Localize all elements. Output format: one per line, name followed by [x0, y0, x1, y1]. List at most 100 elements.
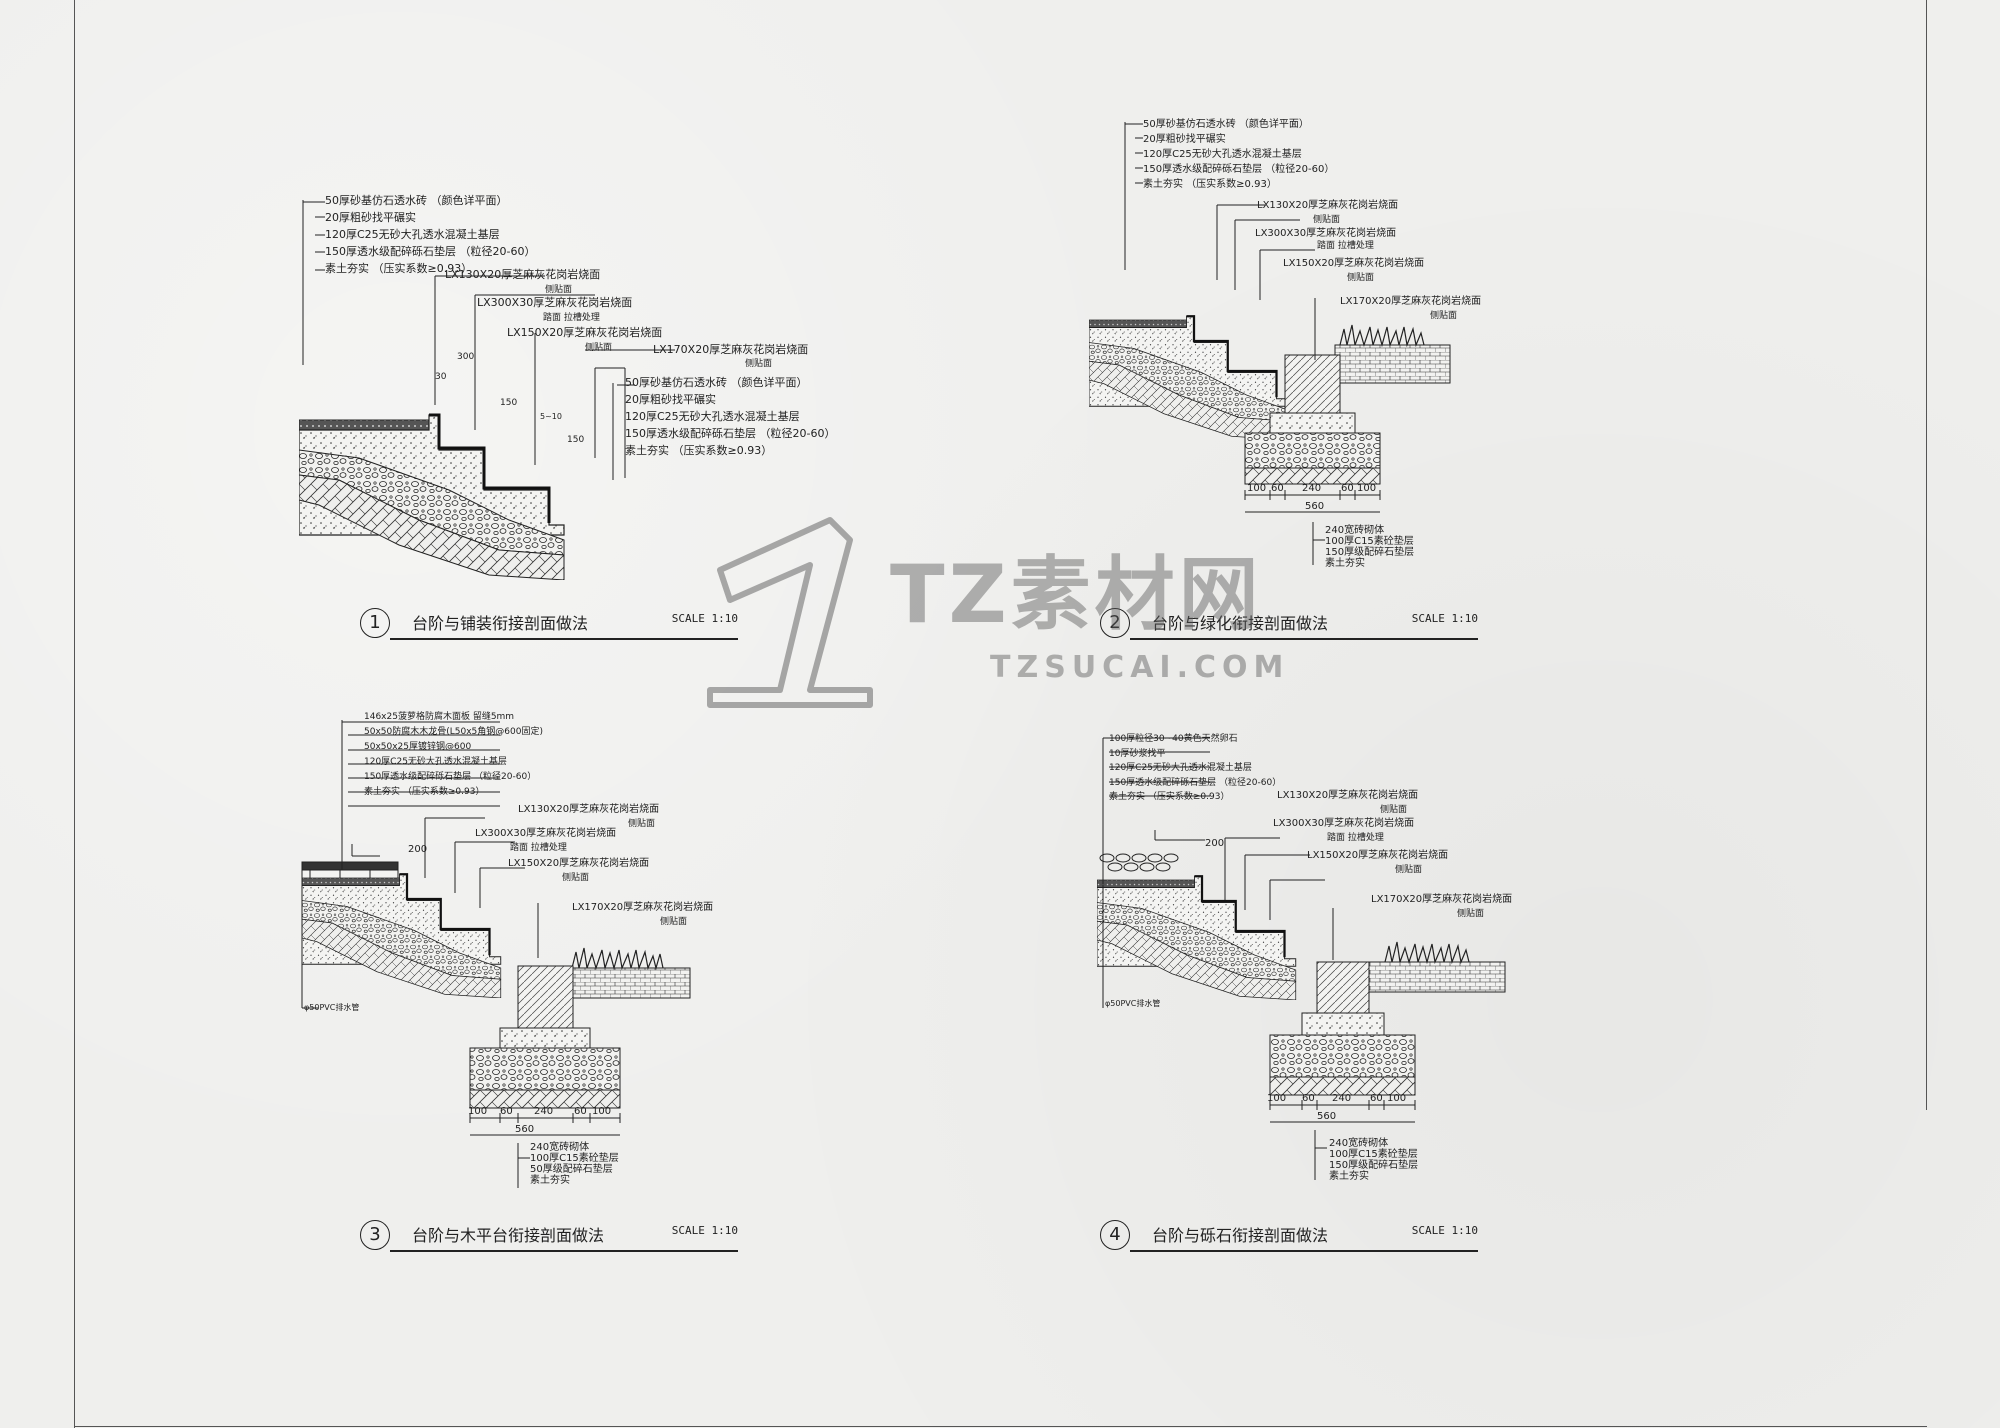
foundation-text: 100厚C15素砼垫层: [1325, 536, 1414, 547]
dimension-label: 100: [468, 1106, 488, 1117]
frame-left-border: [74, 0, 75, 1428]
layer-text: 150厚透水级配碎砾石垫层 （粒径20-60）: [325, 245, 536, 258]
layer-text: 10厚砂浆找平: [1109, 748, 1166, 759]
section-panel-4: 100厚粒径30~40黄色天然卵石 10厚砂浆找平 120厚C25无砂大孔透水混…: [1095, 730, 1515, 1190]
layer-text: 120厚C25无砂大孔透水混凝土基层: [325, 228, 500, 241]
callout-text: LX300X30厚芝麻灰花岗岩烧面: [477, 296, 633, 309]
foundation-text: 240宽砖砌体: [1325, 525, 1385, 536]
callout-text: 踏面 拉槽处理: [510, 843, 567, 853]
callout-text: 侧贴面: [1395, 865, 1423, 875]
callout-text: LX170X20厚芝麻灰花岗岩烧面: [1371, 894, 1513, 905]
layer-text: 素土夯实 （压实系数≥0.93）: [1109, 792, 1230, 802]
title-underline: [390, 638, 738, 640]
layer-text: 50厚砂基仿石透水砖 （颜色详平面）: [625, 376, 808, 389]
layer-text: 120厚C25无砂大孔透水混凝土基层: [1143, 149, 1302, 160]
title-block-1: 1 台阶与铺装衔接剖面做法 SCALE 1:10: [360, 608, 738, 640]
layer-text: 146x25菠萝格防腐木面板 留缝5mm: [364, 712, 515, 722]
dimension-label: 60: [1341, 483, 1354, 494]
callout-text: 侧贴面: [1380, 805, 1408, 815]
detail-scale: SCALE 1:10: [671, 612, 738, 625]
callout-text: LX130X20厚芝麻灰花岗岩烧面: [1257, 200, 1399, 211]
callout-text: LX170X20厚芝麻灰花岗岩烧面: [653, 343, 809, 356]
foundation-text: 150厚级配碎石垫层: [1325, 547, 1415, 558]
detail-scale: SCALE 1:10: [1411, 1224, 1478, 1237]
callout-text: 踏面 拉槽处理: [1327, 833, 1384, 843]
title-underline: [390, 1250, 738, 1252]
callout-text: LX300X30厚芝麻灰花岗岩烧面: [1273, 818, 1415, 829]
section-panel-1: 50厚砂基仿石透水砖 （颜色详平面） 20厚粗砂找平碾实 120厚C25无砂大孔…: [295, 190, 835, 590]
layer-text: 150厚透水级配碎砾石垫层 （粒径20-60）: [625, 427, 836, 440]
foundation-text: 素土夯实: [530, 1175, 570, 1186]
section-panel-3: 146x25菠萝格防腐木面板 留缝5mm 50x50防腐木木龙骨(L50x5角钢…: [300, 712, 720, 1198]
layer-text: 120厚C25无砂大孔透水混凝土基层: [1109, 763, 1252, 773]
dimension-total: 560: [1305, 501, 1325, 512]
layer-text: 50x50x25厚镀锌钢@600: [364, 742, 472, 752]
detail-number: 3: [360, 1220, 390, 1250]
detail-title: 台阶与铺装衔接剖面做法: [412, 614, 589, 633]
layer-text: 150厚透水级配碎砾石垫层 （粒径20-60）: [1143, 164, 1335, 175]
callout-text: 侧贴面: [1457, 909, 1485, 919]
callout-text: 侧贴面: [562, 873, 590, 883]
detail-number: 2: [1100, 608, 1130, 638]
layer-text: 120厚C25无砂大孔透水混凝土基层: [625, 410, 800, 423]
title-block-4: 4 台阶与砾石衔接剖面做法 SCALE 1:10: [1100, 1220, 1478, 1252]
foundation-text: 素土夯实: [1325, 558, 1365, 569]
callout-text: 侧贴面: [745, 359, 773, 369]
callout-text: 侧贴面: [628, 819, 656, 829]
section-drawing-1: [299, 200, 675, 580]
layer-text: 20厚粗砂找平碾实: [1143, 134, 1226, 145]
title-underline: [1130, 1250, 1478, 1252]
detail-number: 1: [360, 608, 390, 638]
callout-text: 踏面 拉槽处理: [1317, 241, 1374, 251]
callout-text: LX300X30厚芝麻灰花岗岩烧面: [475, 828, 617, 839]
layer-text: 120厚C25无砂大孔透水混凝土基层: [364, 757, 507, 767]
dimension-total: 560: [515, 1124, 535, 1135]
layer-text: 50x50防腐木木龙骨(L50x5角钢@600固定): [364, 727, 543, 737]
callout-text: 侧贴面: [1430, 311, 1458, 321]
callout-text: LX150X20厚芝麻灰花岗岩烧面: [508, 858, 650, 869]
callout-text: LX130X20厚芝麻灰花岗岩烧面: [445, 268, 601, 281]
foundation-text: 100厚C15素砼垫层: [1329, 1149, 1418, 1160]
detail-scale: SCALE 1:10: [671, 1224, 738, 1237]
callout-text: 侧贴面: [1313, 215, 1341, 225]
dimension-label: 100: [1387, 1093, 1407, 1104]
callout-text: LX130X20厚芝麻灰花岗岩烧面: [1277, 790, 1419, 801]
layer-text: 150厚透水级配碎砾石垫层 （粒径20-60）: [1109, 777, 1282, 788]
dimension-label: 200: [1205, 838, 1225, 849]
foundation-text: 素土夯实: [1329, 1171, 1369, 1182]
dimension-label: 5~10: [540, 412, 562, 421]
dimension-label: 100: [592, 1106, 612, 1117]
section-drawing-3: [301, 720, 691, 1188]
dimension-label: 300: [457, 352, 475, 362]
title-block-3: 3 台阶与木平台衔接剖面做法 SCALE 1:10: [360, 1220, 738, 1252]
detail-title: 台阶与木平台衔接剖面做法: [412, 1226, 605, 1245]
dimension-label: 100: [1267, 1093, 1287, 1104]
dimension-label: 150: [567, 435, 585, 445]
dimension-label: 60: [500, 1106, 513, 1117]
dimension-label: 100: [1357, 483, 1377, 494]
callout-text: 踏面 拉槽处理: [543, 313, 600, 323]
detail-scale: SCALE 1:10: [1411, 612, 1478, 625]
layer-text: 素土夯实 （压实系数≥0.93）: [325, 262, 473, 275]
dimension-label: 60: [1302, 1093, 1315, 1104]
callout-text: LX170X20厚芝麻灰花岗岩烧面: [1340, 296, 1482, 307]
layer-text: 20厚粗砂找平碾实: [625, 393, 716, 406]
callout-text: 侧贴面: [545, 285, 573, 295]
title-underline: [1130, 638, 1478, 640]
dimension-label: 150: [500, 398, 518, 408]
foundation-text: 240宽砖砌体: [1329, 1138, 1389, 1149]
layer-text: 50厚砂基仿石透水砖 （颜色详平面）: [325, 194, 508, 207]
callout-text: LX150X20厚芝麻灰花岗岩烧面: [1283, 258, 1425, 269]
foundation-text: 50厚级配碎石垫层: [530, 1164, 613, 1175]
callout-text: LX150X20厚芝麻灰花岗岩烧面: [1307, 850, 1449, 861]
frame-right-border: [1926, 0, 1927, 1110]
dimension-label: 200: [408, 844, 428, 855]
callout-text: LX150X20厚芝麻灰花岗岩烧面: [507, 326, 663, 339]
side-note: φ50PVC排水管: [1105, 999, 1161, 1008]
layer-text: 素土夯实 （压实系数≥0.93）: [625, 444, 773, 457]
dimension-label: 60: [574, 1106, 587, 1117]
detail-number: 4: [1100, 1220, 1130, 1250]
layer-text: 20厚粗砂找平碾实: [325, 211, 416, 224]
dimension-label: 60: [1271, 483, 1284, 494]
